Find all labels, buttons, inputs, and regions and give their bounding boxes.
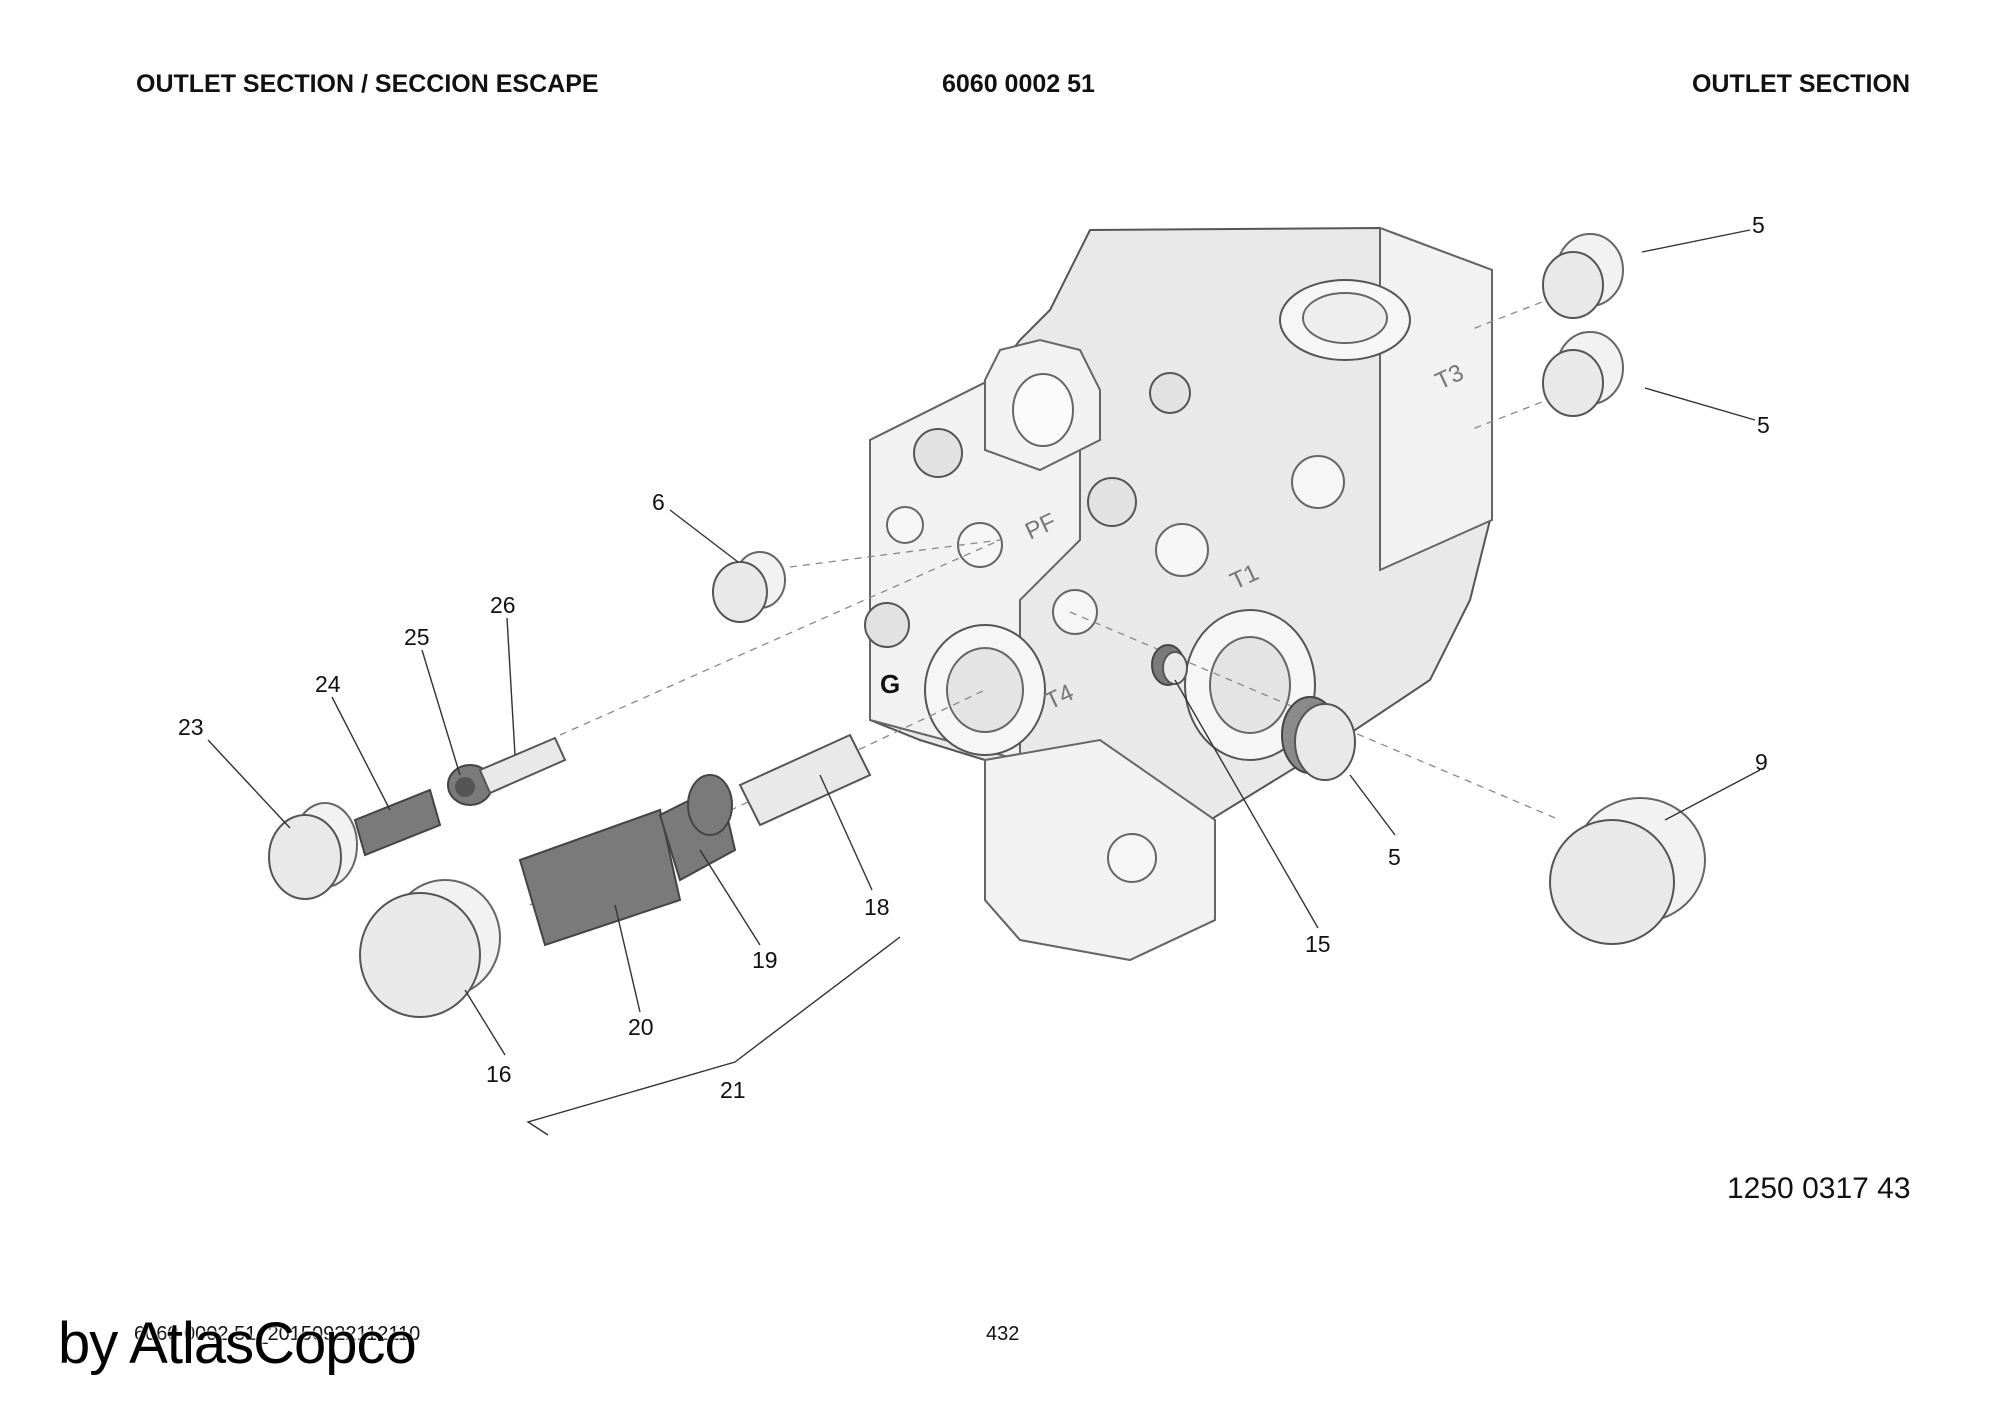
footer-document-id: 6060 0002 51_20150922112110	[134, 1323, 421, 1345]
callout-15: 15	[1305, 931, 1331, 957]
header-left-title: OUTLET SECTION / SECCION ESCAPE	[136, 70, 599, 98]
header-part-number: 6060 0002 51	[942, 70, 1095, 98]
watermark: by AtlasCopco	[58, 1311, 417, 1376]
callout-9: 9	[1755, 749, 1768, 775]
valve-block: PF T1 T3 T4 G	[864, 226, 1494, 962]
plug-23	[268, 802, 358, 900]
callout-26: 26	[490, 592, 516, 618]
callout-19: 19	[752, 947, 778, 973]
callout-25: 25	[404, 624, 430, 650]
leader-lines	[207, 229, 1761, 1056]
callout-23: 23	[178, 714, 204, 740]
footer-page-number: 432	[986, 1323, 1020, 1345]
spring-20	[518, 808, 682, 947]
callout-18: 18	[864, 894, 890, 920]
spring-24	[353, 788, 442, 857]
diagram-reference-number: 1250 0317 43	[1727, 1172, 1911, 1205]
plug-5-middle	[1542, 331, 1624, 417]
plug-6	[712, 551, 786, 623]
callout-5-lower: 5	[1388, 844, 1401, 870]
plug-16	[359, 879, 501, 1018]
port-label-g: G	[880, 669, 900, 699]
assembly-21-bracket	[526, 936, 901, 1136]
spool-19	[658, 774, 737, 882]
plug-9	[1549, 797, 1706, 945]
callout-21: 21	[720, 1077, 746, 1103]
seal-25	[447, 764, 493, 806]
callout-5-middle: 5	[1757, 412, 1770, 438]
spool-18	[738, 733, 872, 827]
callout-5-upper: 5	[1752, 212, 1765, 238]
callout-20: 20	[628, 1014, 654, 1040]
callout-16: 16	[486, 1061, 512, 1087]
set-screw-15	[1151, 644, 1188, 686]
callout-24: 24	[315, 671, 341, 697]
plug-5-upper	[1542, 233, 1624, 319]
header-right-title: OUTLET SECTION	[1691, 70, 1910, 98]
plug-5-lower	[1281, 696, 1356, 781]
piston-26	[478, 736, 567, 795]
callout-6: 6	[652, 489, 665, 515]
